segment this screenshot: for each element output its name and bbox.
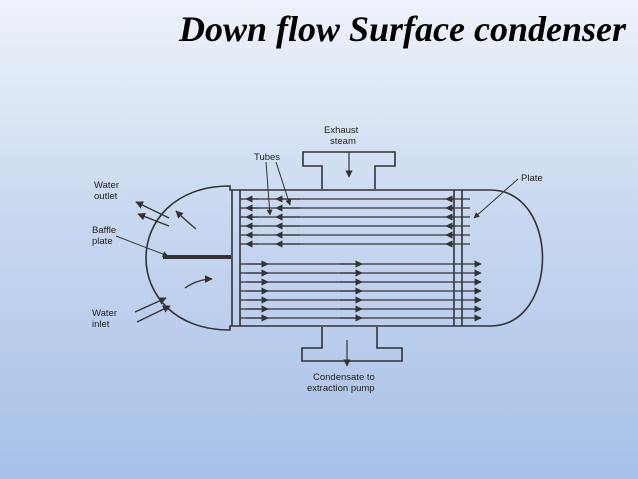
label-water-outlet-2: outlet — [94, 191, 118, 202]
label-condensate-1: Condensate to — [313, 372, 375, 383]
label-tubes: Tubes — [254, 152, 280, 163]
water-outlet-arrows — [135, 201, 197, 230]
label-water-inlet-1: Water — [92, 308, 117, 319]
page-title: Down flow Surface condenser — [178, 9, 626, 49]
condenser-shell — [145, 185, 544, 331]
label-exhaust-1: Exhaust — [324, 125, 359, 136]
label-water-inlet-2: inlet — [92, 319, 110, 330]
label-plate: Plate — [521, 173, 543, 184]
label-exhaust-2: steam — [330, 136, 356, 147]
label-baffle-1: Baffle — [92, 225, 116, 236]
water-inlet-arrows — [134, 275, 213, 323]
condensate-outlet — [301, 327, 403, 362]
label-baffle-2: plate — [92, 236, 113, 247]
tube-plates — [231, 190, 463, 326]
label-water-outlet-1: Water — [94, 180, 119, 191]
baffle-plate — [163, 255, 231, 259]
tube-bundle — [240, 195, 482, 322]
label-condensate-2: extraction pump — [307, 383, 375, 394]
leader-lines — [115, 161, 519, 257]
